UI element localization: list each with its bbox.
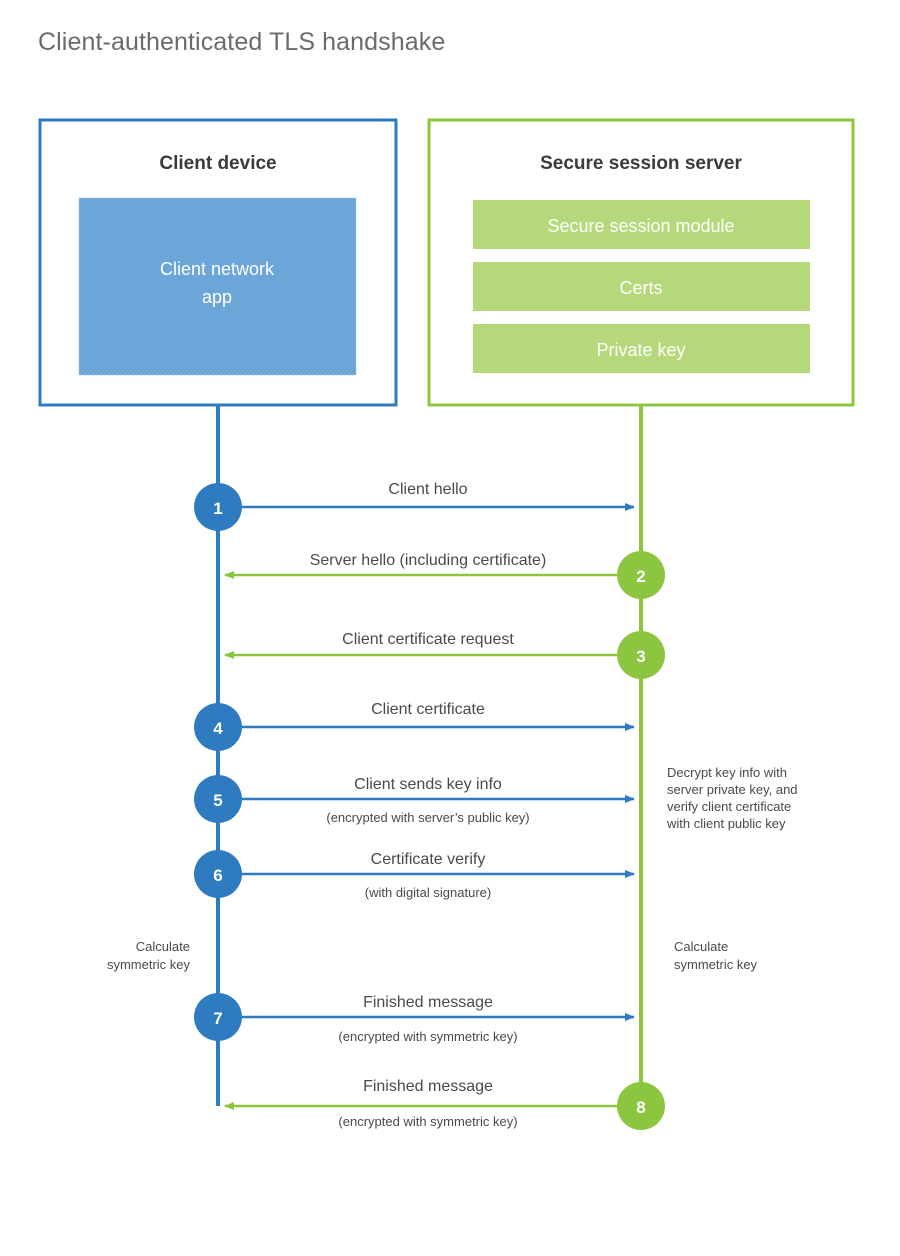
server-decrypt-note-line-2: server private key, and xyxy=(667,782,798,797)
step-5-sublabel: (encrypted with server’s public key) xyxy=(326,810,529,825)
step-1[interactable]: Client hello 1 xyxy=(194,481,635,531)
step-8-marker[interactable] xyxy=(617,1082,665,1130)
step-5-number: 5 xyxy=(213,791,222,810)
step-3-marker[interactable] xyxy=(617,631,665,679)
server-component-box xyxy=(473,200,810,249)
step-8-sublabel: (encrypted with symmetric key) xyxy=(338,1114,517,1129)
step-7-marker[interactable] xyxy=(194,993,242,1041)
step-2-marker[interactable] xyxy=(617,551,665,599)
step-5-marker[interactable] xyxy=(194,775,242,823)
step-4[interactable]: Client certificate 4 xyxy=(194,701,635,751)
client-calculate-note-line-2: symmetric key xyxy=(107,957,191,972)
step-6-sublabel: (with digital signature) xyxy=(365,885,491,900)
step-4-label: Client certificate xyxy=(371,701,485,718)
server-calculate-note-line-2: symmetric key xyxy=(674,957,758,972)
client-network-app-label-line1: Client network xyxy=(160,259,275,279)
step-2[interactable]: Server hello (including certificate) 2 xyxy=(224,551,665,599)
client-network-app-component: Client network app xyxy=(78,197,357,376)
server-calculate-note-line-1: Calculate xyxy=(674,939,728,954)
server-component-box xyxy=(473,262,810,311)
server-component-secure-session-module: Secure session module xyxy=(473,200,810,249)
step-6[interactable]: Certificate verify (with digital signatu… xyxy=(194,850,635,900)
server-decrypt-note-line-3: verify client certificate xyxy=(667,799,791,814)
step-8-number: 8 xyxy=(636,1098,645,1117)
secure-session-server-title: Secure session server xyxy=(540,153,742,174)
step-7-number: 7 xyxy=(213,1009,222,1028)
server-component-box xyxy=(473,324,810,373)
step-8-label: Finished message xyxy=(363,1078,493,1095)
step-7-label: Finished message xyxy=(363,994,493,1011)
step-3[interactable]: Client certificate request 3 xyxy=(224,631,665,679)
server-component-private-key: Private key xyxy=(473,324,810,373)
step-5-label: Client sends key info xyxy=(354,776,502,793)
step-3-number: 3 xyxy=(636,647,645,666)
client-network-app-box xyxy=(78,197,357,376)
secure-session-server-node: Secure session server Secure session mod… xyxy=(427,118,855,407)
step-6-label: Certificate verify xyxy=(371,851,486,868)
step-1-marker[interactable] xyxy=(194,483,242,531)
step-3-label: Client certificate request xyxy=(342,631,514,648)
step-6-number: 6 xyxy=(213,866,222,885)
step-1-label: Client hello xyxy=(388,481,467,498)
step-7[interactable]: Finished message (encrypted with symmetr… xyxy=(194,993,635,1044)
step-2-number: 2 xyxy=(636,567,645,586)
server-component-label: Secure session module xyxy=(547,216,734,236)
step-4-number: 4 xyxy=(213,719,223,738)
page-title: Client-authenticated TLS handshake xyxy=(38,28,446,56)
server-component-certs: Certs xyxy=(473,262,810,311)
server-component-label: Private key xyxy=(596,340,685,360)
server-decrypt-note: Decrypt key info with server private key… xyxy=(666,765,798,831)
server-decrypt-note-line-1: Decrypt key info with xyxy=(667,765,787,780)
step-2-label: Server hello (including certificate) xyxy=(310,552,547,569)
step-4-marker[interactable] xyxy=(194,703,242,751)
step-7-sublabel: (encrypted with symmetric key) xyxy=(338,1029,517,1044)
step-8[interactable]: Finished message (encrypted with symmetr… xyxy=(224,1078,665,1130)
server-component-label: Certs xyxy=(619,278,662,298)
step-5[interactable]: Client sends key info (encrypted with se… xyxy=(194,775,635,825)
step-6-marker[interactable] xyxy=(194,850,242,898)
client-device-title: Client device xyxy=(159,153,276,174)
client-network-app-label-line2: app xyxy=(202,287,232,307)
client-device-node: Client device Client network app xyxy=(38,118,398,407)
step-1-number: 1 xyxy=(213,499,222,518)
server-calculate-note: Calculate symmetric key xyxy=(674,939,758,972)
client-calculate-note-line-1: Calculate xyxy=(136,939,190,954)
server-decrypt-note-line-4: with client public key xyxy=(666,816,786,831)
client-calculate-note: Calculate symmetric key xyxy=(107,939,191,972)
